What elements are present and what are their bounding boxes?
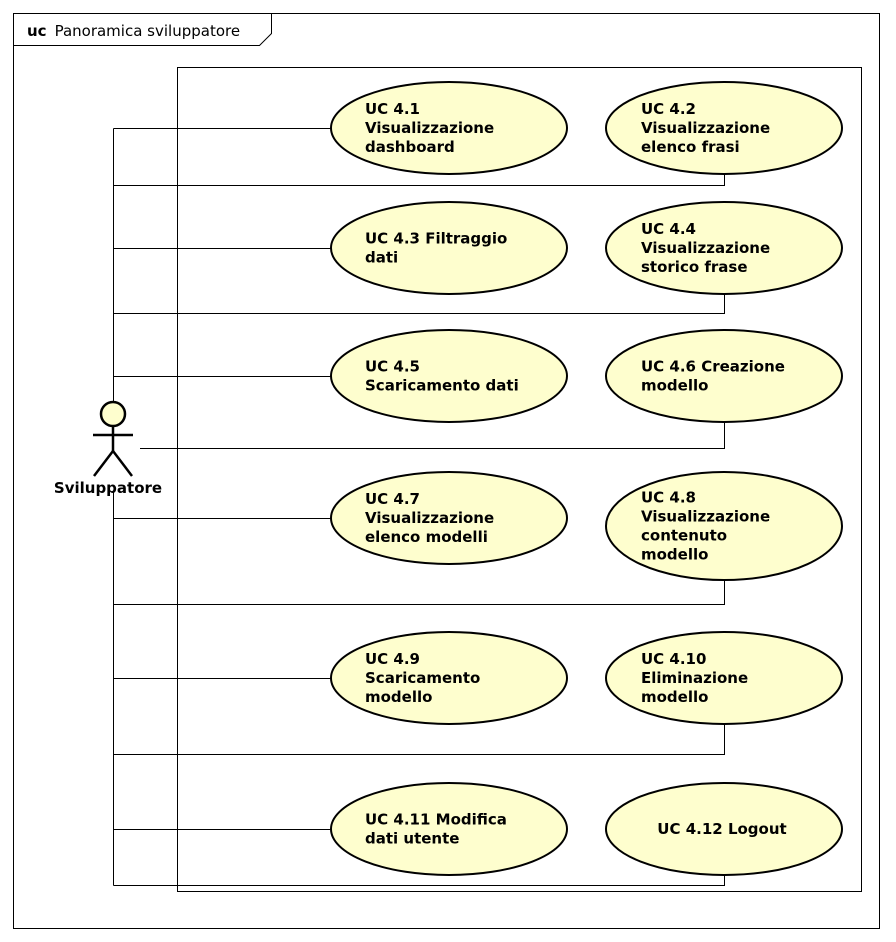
usecase-ellipse xyxy=(605,631,843,725)
usecase-label-line: elenco frasi xyxy=(641,138,740,156)
usecase-label-line: dati utente xyxy=(365,830,459,848)
usecase-label-line: UC 4.9 xyxy=(365,650,420,668)
usecase-label-line: dati xyxy=(365,249,398,267)
association-line xyxy=(113,724,725,755)
usecase-label-line: UC 4.6 Creazione xyxy=(641,358,785,376)
usecase-ellipse xyxy=(605,201,843,295)
usecase-label-line: UC 4.11 Modifica xyxy=(365,811,507,829)
usecase-label-line: Eliminazione xyxy=(641,669,748,687)
frame-keyword: uc xyxy=(27,22,47,40)
usecase-label-line: storico frase xyxy=(641,258,748,276)
associations xyxy=(113,128,725,886)
usecase-label-line: Scaricamento xyxy=(365,669,480,687)
actor-right-leg xyxy=(112,450,133,477)
actor-label: Sviluppatore xyxy=(54,479,162,497)
usecase-label-line: UC 4.12 Logout xyxy=(657,820,786,838)
usecase-label-line: UC 4.10 xyxy=(641,650,706,668)
frame-title-text: Panoramica sviluppatore xyxy=(55,22,241,40)
usecase-label-line: UC 4.5 xyxy=(365,358,420,376)
usecase-label-line: Visualizzazione xyxy=(365,509,494,527)
usecase-label-line: modello xyxy=(641,546,708,564)
usecase-label-line: Scaricamento dati xyxy=(365,377,519,395)
usecase-label-line: modello xyxy=(365,688,432,706)
usecase-ellipse xyxy=(330,329,568,423)
usecase-label-line: elenco modelli xyxy=(365,528,488,546)
actor-head xyxy=(99,400,127,428)
usecase-label-line: UC 4.1 xyxy=(365,100,420,118)
actor-sviluppatore[interactable] xyxy=(93,400,133,477)
association-line xyxy=(113,294,725,314)
usecase-ellipse xyxy=(330,81,568,175)
usecase-uc412[interactable]: UC 4.12 Logout xyxy=(605,782,843,876)
usecase-ellipse xyxy=(330,631,568,725)
usecase-label-line: Visualizzazione xyxy=(641,508,770,526)
system-boundary xyxy=(177,67,862,892)
association-line xyxy=(113,174,725,186)
association-line xyxy=(113,875,725,886)
usecase-label-line: Visualizzazione xyxy=(641,239,770,257)
usecase-label-line: contenuto xyxy=(641,527,727,545)
usecase-ellipse xyxy=(330,471,568,565)
usecase-label-line: UC 4.3 Filtraggio xyxy=(365,230,507,248)
usecase-ellipse xyxy=(605,81,843,175)
frame-title-tab xyxy=(13,13,272,46)
association-line xyxy=(113,580,725,605)
usecase-label-line: UC 4.8 xyxy=(641,489,696,507)
usecase-ellipse xyxy=(605,782,843,876)
usecase-label-line: UC 4.2 xyxy=(641,100,696,118)
usecase-label-line: modello xyxy=(641,688,708,706)
usecase-label-line: modello xyxy=(641,377,708,395)
diagram-frame xyxy=(13,13,880,929)
usecase-ellipse xyxy=(605,471,843,581)
usecase-ellipse xyxy=(605,329,843,423)
usecase-label-line: UC 4.7 xyxy=(365,490,420,508)
actor-left-leg xyxy=(93,450,114,477)
usecase-label-line: dashboard xyxy=(365,138,455,156)
association-line xyxy=(140,422,725,449)
usecase-ellipse xyxy=(330,201,568,295)
usecase-label-line: UC 4.4 xyxy=(641,220,696,238)
frame-title: uc Panoramica sviluppatore xyxy=(27,22,240,40)
usecase-ellipse xyxy=(330,782,568,876)
usecase-label-line: Visualizzazione xyxy=(641,119,770,137)
usecase-label-line: Visualizzazione xyxy=(365,119,494,137)
